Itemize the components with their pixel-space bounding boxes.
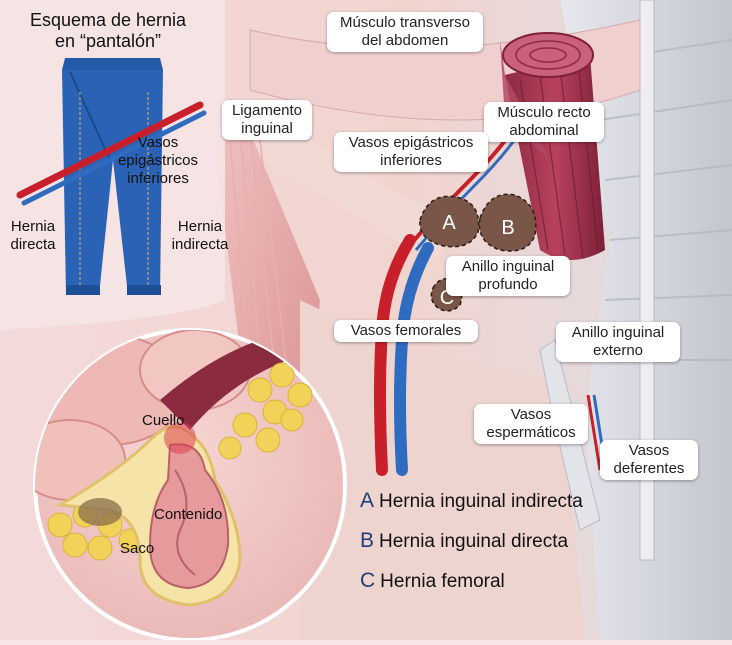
label-rectus-line2: abdominal bbox=[509, 122, 579, 139]
label-spermatic-line1: Vasos bbox=[510, 406, 552, 423]
label-epigastric-vessels: Vasos epigástricos inferiores bbox=[334, 132, 488, 172]
inset-direct-label: Hernia directa bbox=[2, 218, 64, 254]
label-transverse-line1: Músculo transverso bbox=[339, 14, 471, 31]
inset-indirect-label: Hernia indirecta bbox=[162, 218, 238, 254]
legend-letter-c: C bbox=[360, 569, 376, 592]
lower-abdominal-wall bbox=[300, 300, 585, 640]
rectus-cross-section bbox=[502, 32, 594, 78]
inset-vessels-label: Vasos epigástricos inferiores bbox=[108, 134, 208, 188]
circle-label-neck: Cuello bbox=[142, 412, 185, 429]
label-deep-inguinal-ring: Anillo inguinal profundo bbox=[446, 256, 570, 296]
legend-text-a: Hernia inguinal indirecta bbox=[379, 491, 583, 512]
label-deep-ring-line2: profundo bbox=[478, 276, 538, 293]
label-transverse-line2: del abdomen bbox=[361, 32, 449, 49]
legend-text-c: Hernia femoral bbox=[380, 571, 505, 592]
inset-vein bbox=[21, 110, 207, 206]
zone-a-indirect bbox=[419, 195, 480, 248]
label-femoral-vessels: Vasos femorales bbox=[334, 320, 478, 342]
label-vas-deferens: Vasos deferentes bbox=[600, 440, 698, 480]
inset-title-line2: en “pantalón” bbox=[54, 31, 162, 51]
zone-a-letter: A bbox=[442, 212, 456, 234]
label-external-ring-line1: Anillo inguinal bbox=[571, 324, 665, 341]
label-epigastric-line1: Vasos epigástricos bbox=[348, 134, 474, 151]
inset-indirect-line1: Hernia bbox=[177, 218, 223, 235]
label-inguinal-ligament: Ligamento inguinal bbox=[222, 100, 312, 140]
label-spermatic-line2: espermáticos bbox=[486, 424, 576, 441]
inset-direct-line1: Hernia bbox=[10, 218, 56, 235]
label-deferens-line2: deferentes bbox=[613, 460, 685, 477]
zone-b-letter: B bbox=[501, 217, 514, 239]
label-rectus-line1: Músculo recto bbox=[497, 104, 591, 121]
legend-letter-b: B bbox=[360, 529, 375, 552]
zone-b-direct bbox=[478, 193, 537, 252]
inset-indirect-line2: indirecta bbox=[171, 236, 229, 253]
spermatic-artery bbox=[586, 394, 602, 471]
label-epigastric-line2: inferiores bbox=[380, 152, 442, 169]
linea-alba bbox=[639, 0, 655, 561]
label-deferens-line1: Vasos bbox=[628, 442, 670, 459]
inset-vessels-line2: epigástricos bbox=[117, 152, 199, 169]
inset-panel bbox=[0, 0, 225, 330]
label-transverse-muscle: Músculo transverso del abdomen bbox=[327, 12, 483, 52]
inset-title: Esquema de hernia en “pantalón” bbox=[8, 10, 208, 52]
jeans-diagram bbox=[62, 58, 163, 295]
inset-title-line1: Esquema de hernia bbox=[29, 10, 187, 30]
label-deep-ring-line1: Anillo inguinal bbox=[461, 258, 555, 275]
inset-artery bbox=[16, 101, 204, 199]
inset-vessels-line1: Vasos bbox=[137, 134, 179, 151]
label-ligament-line1: Ligamento bbox=[231, 102, 303, 119]
inset-vessels-line3: inferiores bbox=[127, 170, 189, 187]
circle-label-sac: Saco bbox=[120, 540, 155, 557]
label-ligament-line2: inguinal bbox=[241, 120, 293, 137]
legend-text-b: Hernia inguinal directa bbox=[379, 531, 569, 552]
inset-direct-line2: directa bbox=[10, 236, 56, 253]
legend-letter-a: A bbox=[360, 489, 375, 512]
circle-label-content: Contenido bbox=[154, 506, 223, 523]
label-external-inguinal-ring: Anillo inguinal externo bbox=[556, 322, 680, 362]
label-femoral-text: Vasos femorales bbox=[350, 322, 462, 339]
label-external-ring-line2: externo bbox=[592, 342, 644, 359]
label-spermatic-vessels: Vasos espermáticos bbox=[474, 404, 588, 444]
label-rectus-muscle: Músculo recto abdominal bbox=[484, 102, 604, 142]
